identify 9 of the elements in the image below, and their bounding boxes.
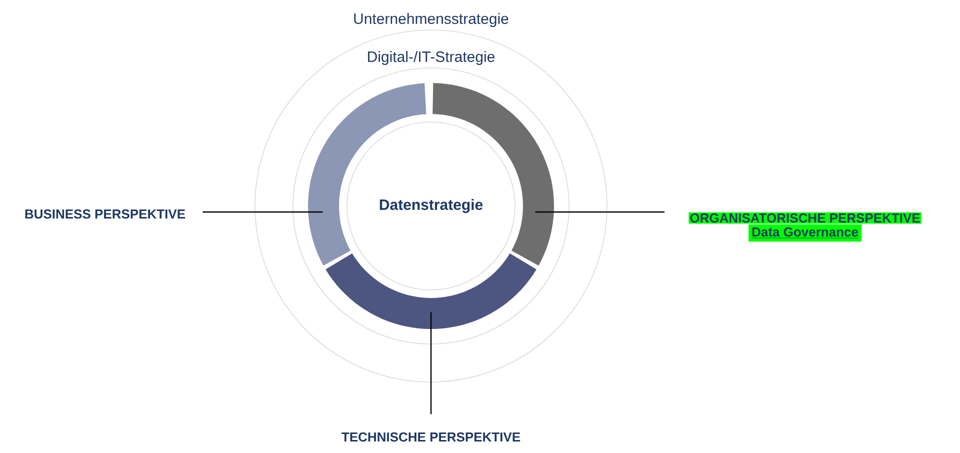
leader-line: [430, 312, 432, 414]
perspective-label: ORGANISATORISCHE PERSPEKTIVE Data Governance: [688, 212, 922, 242]
node-label: Unternehmensstrategie: [354, 13, 508, 27]
ring-segment: [326, 253, 536, 329]
perspective-label: TECHNISCHE PERSPEKTIVE: [342, 432, 520, 442]
node-label: Digital-/IT-Strategie: [368, 51, 495, 65]
perspective-label: BUSINESS PERSPEKTIVE: [25, 209, 186, 219]
leader-line: [535, 211, 664, 213]
leader-line: [202, 211, 323, 213]
